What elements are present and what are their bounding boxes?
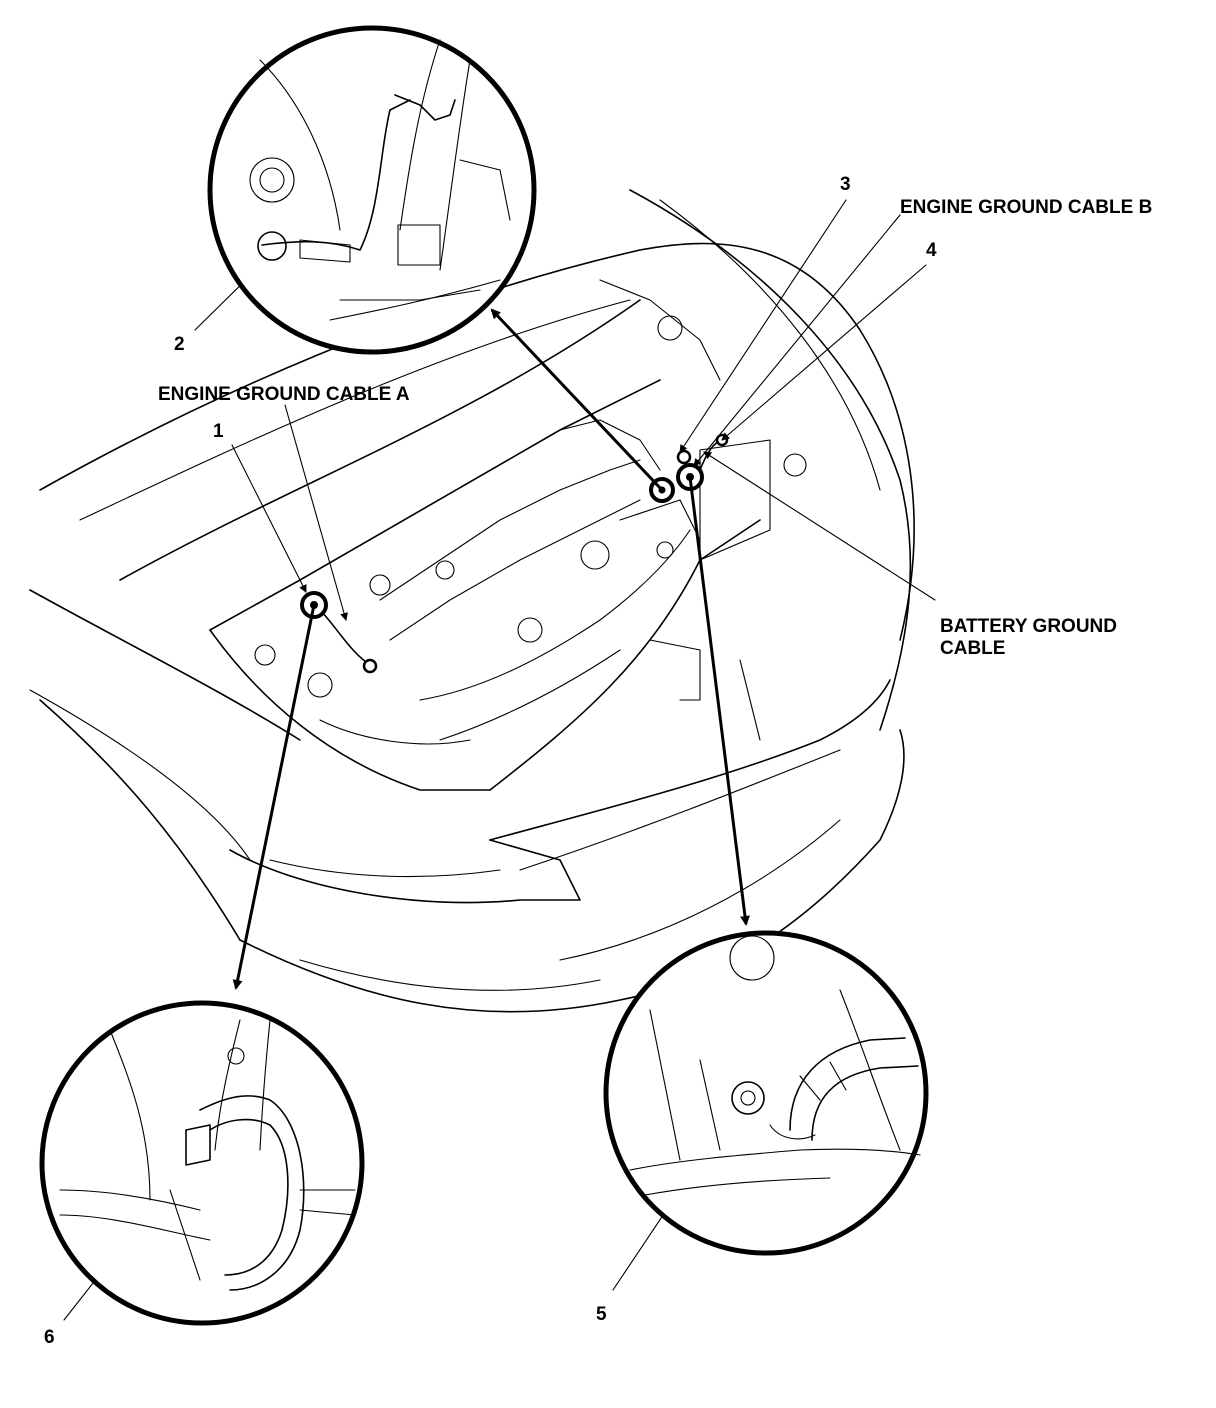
label-engine-ground-cable-b: ENGINE GROUND CABLE B xyxy=(900,197,1152,218)
callout-5: 5 xyxy=(596,1304,607,1325)
bolt-3 xyxy=(676,449,692,465)
detail-arrows xyxy=(232,308,750,990)
callout-2: 2 xyxy=(174,334,185,355)
bolt-engine-ground-a-end xyxy=(321,611,378,674)
callout-1: 1 xyxy=(213,421,224,442)
callout-6: 6 xyxy=(44,1327,55,1348)
callout-4: 4 xyxy=(926,240,937,261)
label-battery-ground-cable-line2: CABLE xyxy=(940,638,1005,659)
callout-3: 3 xyxy=(840,174,851,195)
car-body-outline xyxy=(29,189,915,1013)
text-labels: ENGINE GROUND CABLE A ENGINE GROUND CABL… xyxy=(44,174,1152,1348)
detail-circle-bottom-right xyxy=(603,930,929,1256)
detail-circle-bottom-left xyxy=(39,1000,365,1326)
engine-block-sketch xyxy=(254,279,807,745)
detail-circle-top xyxy=(207,25,537,355)
label-battery-ground-cable-line1: BATTERY GROUND xyxy=(940,616,1117,637)
label-engine-ground-cable-a: ENGINE GROUND CABLE A xyxy=(158,384,410,405)
